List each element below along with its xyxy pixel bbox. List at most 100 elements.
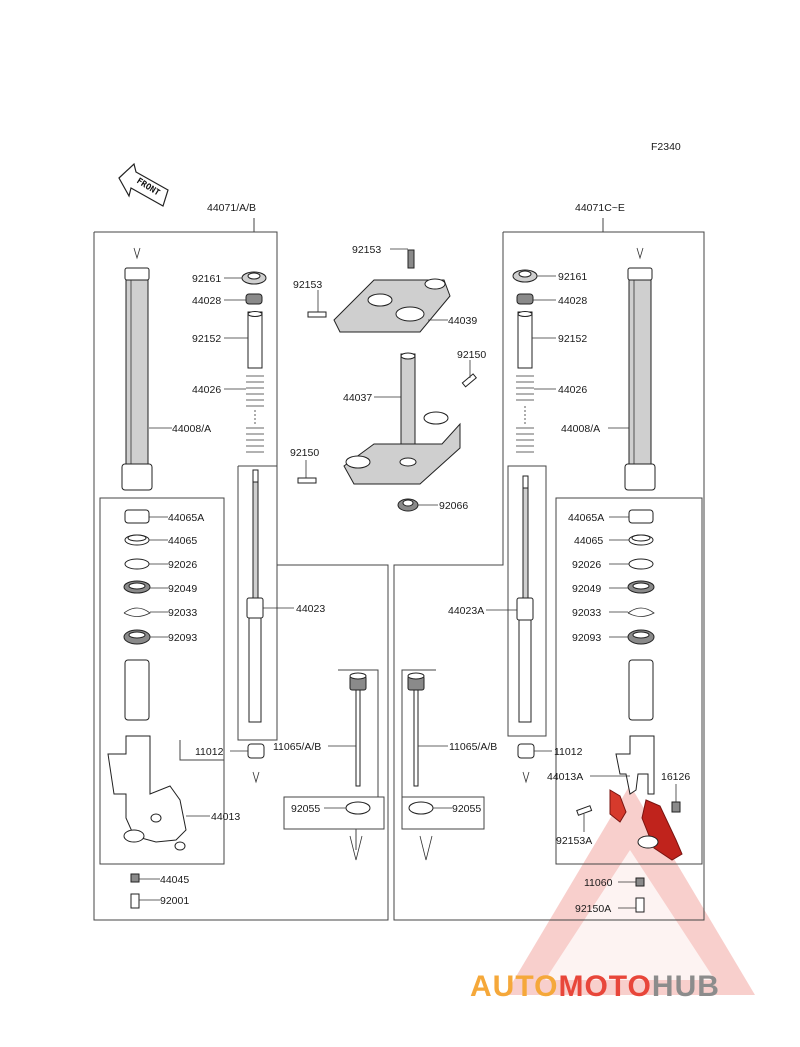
label-92150-right: 92150	[457, 349, 486, 361]
steering-stem-44037	[297, 352, 477, 485]
left-washer-92026	[124, 558, 150, 570]
label-11060: 11060	[584, 877, 613, 889]
label-92055-right: 92055	[452, 803, 481, 815]
label-92033-left: 92033	[168, 607, 197, 619]
right-washer-92026	[628, 558, 654, 570]
left-bushing-44065A	[124, 509, 150, 524]
label-92049-right: 92049	[572, 583, 601, 595]
label-44026-right: 44026	[558, 384, 587, 396]
right-fork-frame	[393, 218, 705, 921]
left-adjuster-frame	[338, 669, 379, 797]
label-11065-right: 11065/A/B	[449, 741, 497, 753]
left-damper-rod-44023	[246, 469, 264, 723]
right-bushing-44065A	[628, 509, 654, 524]
label-44023: 44023	[296, 603, 325, 615]
watermark-logo	[505, 785, 755, 995]
left-bolt-44045	[130, 873, 140, 883]
upper-triple-clamp-44039	[307, 249, 451, 333]
watermark-text-auto: AUTO	[470, 970, 558, 1003]
left-bolt-92001	[130, 893, 140, 909]
left-seal-44028	[245, 293, 263, 305]
left-spring-44026	[246, 375, 264, 453]
label-44065A-left: 44065A	[168, 512, 204, 524]
right-seal-44028	[516, 293, 534, 305]
right-spacer-92152	[517, 311, 533, 369]
front-arrow-icon: FRONT	[118, 162, 169, 207]
label-92152-right: 92152	[558, 333, 587, 345]
label-92161-right: 92161	[558, 271, 587, 283]
right-bolt-92150A	[635, 897, 645, 913]
label-44037: 44037	[343, 392, 372, 404]
right-outer-tube	[624, 247, 656, 491]
label-11012-left: 11012	[195, 746, 224, 758]
label-92150A: 92150A	[575, 903, 611, 915]
left-cap-92161	[241, 271, 267, 285]
right-bushing-44065	[628, 534, 654, 546]
right-dust-seal-92093	[627, 629, 655, 645]
label-92001: 92001	[160, 895, 189, 907]
left-adjuster-11065	[345, 672, 371, 861]
left-seal-92049	[123, 580, 151, 594]
label-44028-left: 44028	[192, 295, 221, 307]
left-outer-tube	[121, 247, 153, 491]
left-fork-frame	[93, 218, 389, 921]
label-44013A: 44013A	[547, 771, 583, 783]
label-44065-right: 44065	[574, 535, 603, 547]
left-axle-holder-44013	[107, 735, 187, 851]
label-92093-right: 92093	[572, 632, 601, 644]
label-44065-left: 44065	[168, 535, 197, 547]
right-inner-tube	[628, 659, 654, 721]
label-44013: 44013	[211, 811, 240, 823]
diagram-code: F2340	[651, 141, 681, 153]
label-44008-left: 44008/A	[172, 423, 211, 435]
label-92026-left: 92026	[168, 559, 197, 571]
right-assembly-label: 44071C~E	[575, 202, 625, 214]
right-spring-44026	[516, 375, 534, 453]
leader-lines	[139, 248, 677, 909]
label-92153A: 92153A	[556, 835, 592, 847]
label-11012-right: 11012	[554, 746, 583, 758]
label-92066: 92066	[439, 500, 468, 512]
watermark-text: AUTOMOTOHUB	[470, 970, 720, 1003]
right-plug-11012	[517, 743, 535, 784]
label-44065A-right: 44065A	[568, 512, 604, 524]
label-44028-right: 44028	[558, 295, 587, 307]
part-labels: 92161 44028 92152 44026 44008/A 44065A 4…	[160, 244, 690, 915]
right-adjuster-11065	[407, 672, 434, 861]
label-92055-left: 92055	[291, 803, 320, 815]
left-inner-tube	[124, 659, 150, 721]
label-44023A: 44023A	[448, 605, 484, 617]
label-92153-side: 92153	[293, 279, 322, 291]
label-92049-left: 92049	[168, 583, 197, 595]
watermark-triangle-inner	[545, 850, 715, 980]
right-seal-92049	[627, 580, 655, 594]
label-44045: 44045	[160, 874, 189, 886]
right-damper-rod-44023A	[516, 475, 534, 723]
watermark-text-hub: HUB	[652, 970, 720, 1003]
label-92150-left: 92150	[290, 447, 319, 459]
label-44026-left: 44026	[192, 384, 221, 396]
label-92033-right: 92033	[572, 607, 601, 619]
label-16126: 16126	[661, 771, 690, 783]
right-bolt-11060	[635, 877, 645, 887]
left-bushing-44065	[124, 534, 150, 546]
right-axle-holder-44013A	[576, 735, 683, 861]
left-plug-11012	[247, 743, 265, 784]
left-spacer-92152	[247, 311, 263, 369]
left-clip-92033	[123, 607, 151, 617]
label-92153-top: 92153	[352, 244, 381, 256]
left-dust-seal-92093	[123, 629, 151, 645]
label-92161-left: 92161	[192, 273, 221, 285]
label-92026-right: 92026	[572, 559, 601, 571]
right-adjuster-frame	[401, 669, 436, 797]
label-92093-left: 92093	[168, 632, 197, 644]
right-cap-92161	[512, 269, 538, 283]
nut-92066	[397, 498, 419, 512]
right-clip-92033	[627, 607, 655, 617]
label-92152-left: 92152	[192, 333, 221, 345]
left-assembly-label: 44071/A/B	[207, 202, 256, 214]
watermark-text-moto: MOTO	[558, 970, 651, 1003]
label-11065-left: 11065/A/B	[273, 741, 321, 753]
